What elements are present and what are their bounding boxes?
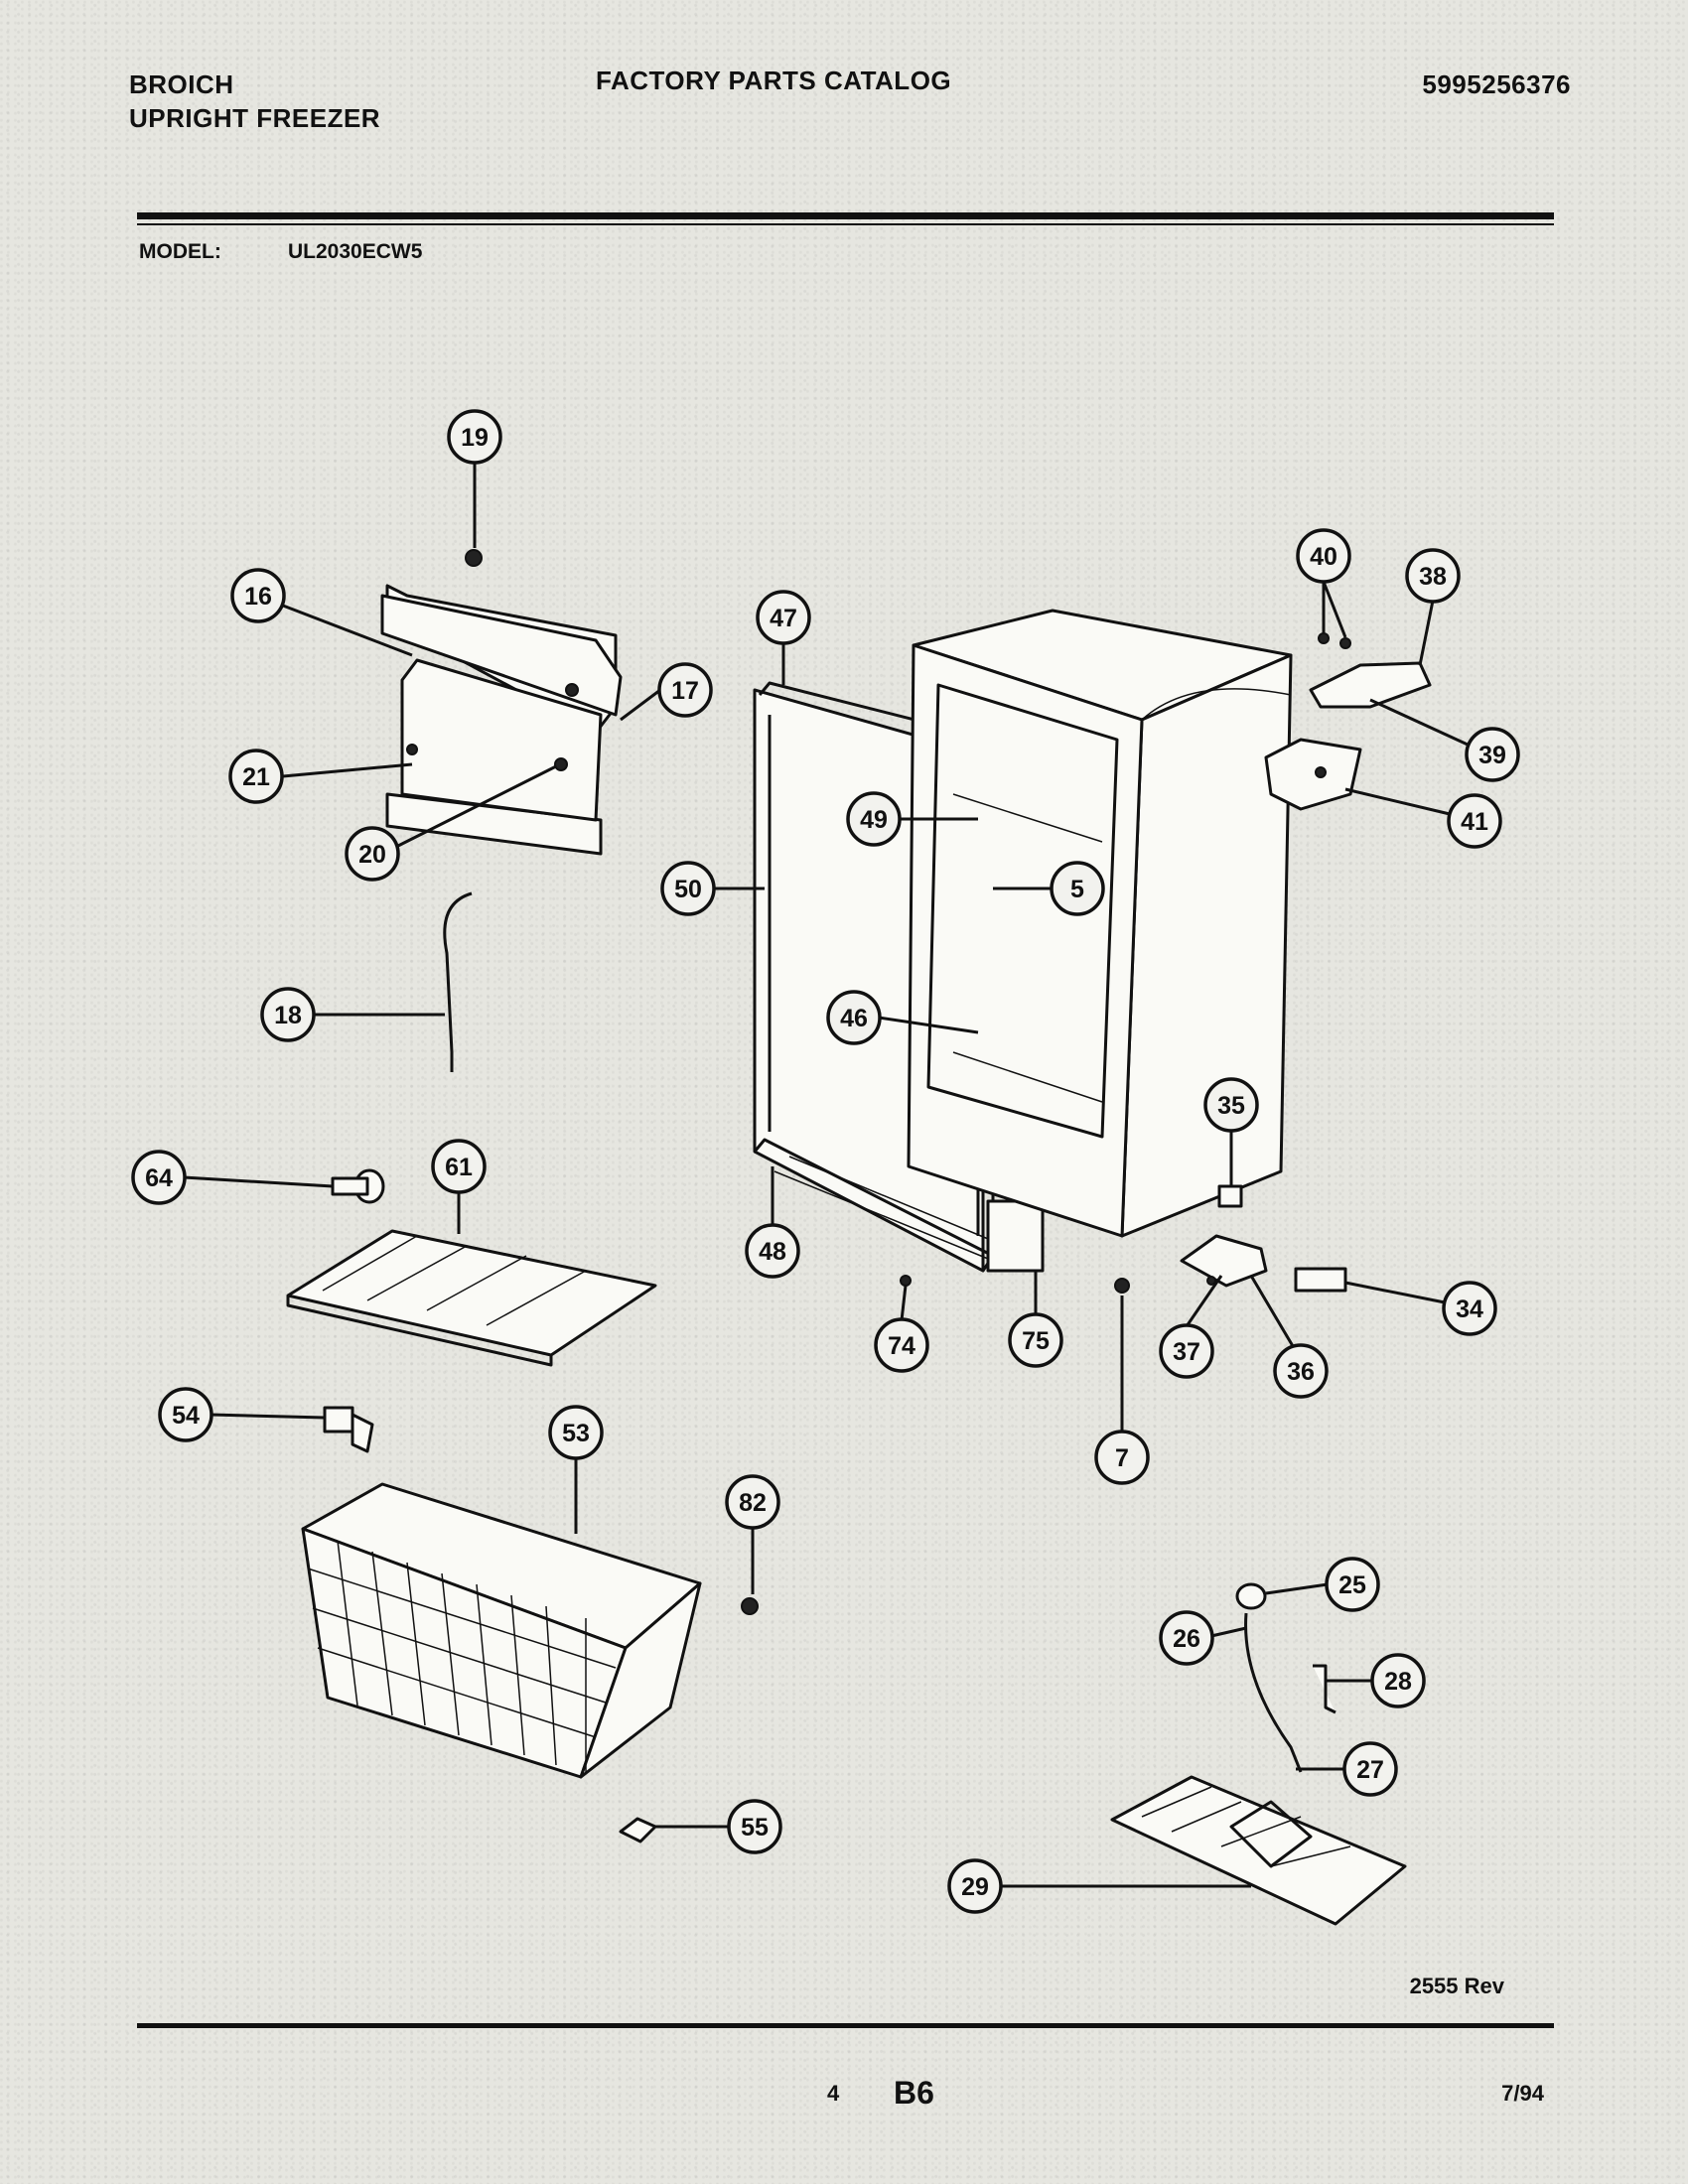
header-divider-thin xyxy=(137,223,1554,225)
callout-38: 38 xyxy=(1405,548,1461,604)
svg-text:21: 21 xyxy=(242,763,270,791)
svg-text:28: 28 xyxy=(1384,1668,1412,1696)
callout-34: 34 xyxy=(1442,1281,1497,1336)
callout-74: 74 xyxy=(874,1317,929,1373)
callout-40: 40 xyxy=(1296,528,1351,584)
svg-text:36: 36 xyxy=(1287,1358,1315,1386)
wire-basket-part xyxy=(301,1482,702,1779)
svg-text:49: 49 xyxy=(860,806,888,834)
svg-text:25: 25 xyxy=(1338,1571,1366,1599)
callout-19: 19 xyxy=(447,409,502,465)
knob-part xyxy=(331,1168,385,1204)
callout-48: 48 xyxy=(745,1223,800,1279)
callout-36: 36 xyxy=(1273,1343,1329,1399)
svg-text:17: 17 xyxy=(671,677,699,705)
callout-5: 5 xyxy=(1050,861,1105,916)
callout-75: 75 xyxy=(1008,1312,1063,1368)
svg-text:55: 55 xyxy=(741,1814,769,1842)
callout-20: 20 xyxy=(345,826,400,882)
svg-text:18: 18 xyxy=(274,1002,302,1029)
svg-text:82: 82 xyxy=(739,1489,767,1517)
svg-text:37: 37 xyxy=(1173,1338,1200,1366)
model-number: UL2030ECW5 xyxy=(288,240,423,263)
callout-37: 37 xyxy=(1159,1323,1214,1379)
svg-text:20: 20 xyxy=(358,841,386,869)
clip-part xyxy=(619,1817,657,1843)
svg-text:41: 41 xyxy=(1461,808,1488,836)
control-housing-part xyxy=(380,549,623,856)
svg-text:50: 50 xyxy=(674,876,702,903)
callout-26: 26 xyxy=(1159,1610,1214,1666)
leveling-leg-part xyxy=(1114,1278,1130,1294)
drain-assembly-part xyxy=(1110,1582,1407,1926)
section-code: B6 xyxy=(894,2075,934,2111)
top-hinge-part xyxy=(1264,632,1432,811)
svg-text:19: 19 xyxy=(461,424,489,452)
svg-text:16: 16 xyxy=(244,583,272,611)
callout-25: 25 xyxy=(1325,1557,1380,1612)
basket-bracket-part xyxy=(323,1406,374,1453)
footer-divider xyxy=(137,2023,1554,2028)
callout-28: 28 xyxy=(1370,1653,1426,1708)
svg-text:27: 27 xyxy=(1356,1756,1384,1784)
leader-lines xyxy=(183,463,1469,1888)
callout-82: 82 xyxy=(725,1474,780,1530)
svg-text:46: 46 xyxy=(840,1005,868,1032)
svg-text:74: 74 xyxy=(888,1332,915,1360)
svg-text:7: 7 xyxy=(1115,1444,1129,1472)
callout-7: 7 xyxy=(1094,1430,1150,1485)
shelf-part xyxy=(286,1229,657,1367)
svg-text:34: 34 xyxy=(1456,1296,1483,1323)
svg-text:64: 64 xyxy=(145,1164,173,1192)
callout-18: 18 xyxy=(260,987,316,1042)
svg-text:39: 39 xyxy=(1478,742,1506,769)
catalog-date: 7/94 xyxy=(1501,2081,1544,2106)
cabinet-part xyxy=(907,609,1293,1238)
callout-35: 35 xyxy=(1203,1077,1259,1133)
model-label: MODEL: xyxy=(139,240,221,263)
svg-text:26: 26 xyxy=(1173,1625,1200,1653)
svg-text:40: 40 xyxy=(1310,543,1337,571)
callout-55: 55 xyxy=(727,1799,782,1854)
product-type: UPRIGHT FREEZER xyxy=(129,103,381,133)
svg-text:35: 35 xyxy=(1217,1092,1245,1120)
brand-name: BROICH xyxy=(129,69,234,99)
svg-text:29: 29 xyxy=(961,1873,989,1901)
callout-47: 47 xyxy=(756,590,811,645)
svg-text:53: 53 xyxy=(562,1420,590,1447)
svg-text:75: 75 xyxy=(1022,1327,1050,1355)
callout-64: 64 xyxy=(131,1150,187,1205)
svg-text:47: 47 xyxy=(770,605,797,632)
revision-label: 2555 Rev xyxy=(1409,1974,1504,1998)
catalog-part-number: 5995256376 xyxy=(1422,69,1571,99)
callout-21: 21 xyxy=(228,749,284,804)
header-divider-thick xyxy=(137,212,1554,219)
svg-text:61: 61 xyxy=(445,1154,473,1181)
callout-50: 50 xyxy=(660,861,716,916)
svg-text:54: 54 xyxy=(172,1402,200,1430)
callout-16: 16 xyxy=(230,568,286,623)
svg-text:48: 48 xyxy=(759,1238,786,1266)
callout-29: 29 xyxy=(947,1858,1003,1914)
callout-27: 27 xyxy=(1342,1741,1398,1797)
callout-61: 61 xyxy=(431,1139,487,1194)
callout-39: 39 xyxy=(1465,727,1520,782)
callout-41: 41 xyxy=(1447,793,1502,849)
door-screw-part xyxy=(900,1275,912,1287)
page-number: 4 xyxy=(827,2081,840,2106)
drain-tube-part xyxy=(443,891,473,1072)
callout-17: 17 xyxy=(657,662,713,718)
callout-53: 53 xyxy=(548,1405,604,1460)
callout-49: 49 xyxy=(846,791,902,847)
screw-part xyxy=(741,1597,759,1615)
svg-text:5: 5 xyxy=(1070,876,1084,903)
callout-46: 46 xyxy=(826,990,882,1045)
svg-text:38: 38 xyxy=(1419,563,1447,591)
catalog-title: FACTORY PARTS CATALOG xyxy=(596,66,952,95)
callout-54: 54 xyxy=(158,1387,213,1442)
